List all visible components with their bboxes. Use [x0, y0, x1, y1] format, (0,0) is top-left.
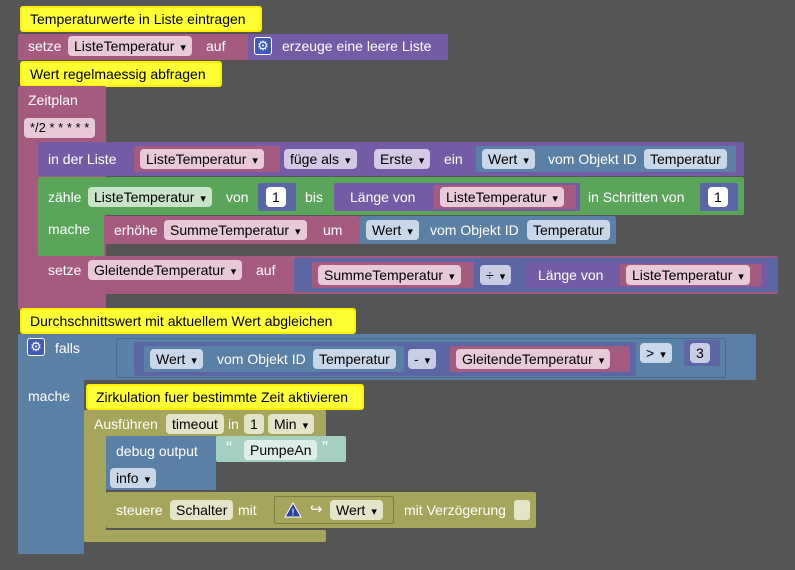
control-mit-label: mit [238, 502, 257, 518]
object-id-field[interactable]: Temperatur [644, 149, 727, 169]
timeout-unit-dropdown[interactable]: Min [268, 414, 315, 434]
von-label: von [226, 189, 249, 205]
control-target-field[interactable]: Schalter [170, 500, 234, 520]
ausfuehren-label: Ausführen [94, 416, 158, 432]
create-list-label: erzeuge eine leere Liste [282, 38, 432, 54]
schedule-label: Zeitplan [28, 92, 78, 108]
ein-label: ein [444, 151, 463, 167]
create-empty-list-block[interactable] [248, 34, 448, 60]
avg-laenge-label: Länge von [538, 267, 604, 283]
avg-length-variable-dropdown[interactable]: ListeTemperatur [626, 265, 750, 285]
comment-temperaturwerte[interactable]: Temperaturwerte in Liste eintragen [20, 6, 262, 32]
delay-label: mit Verzögerung [404, 502, 506, 518]
threshold-field[interactable]: 3 [690, 343, 710, 363]
loop-variable-dropdown[interactable]: ListeTemperatur [88, 187, 212, 207]
in-der-liste-label: in der Liste [48, 151, 117, 167]
increment-vom-objekt-label: vom Objekt ID [430, 222, 519, 238]
in-label: in [228, 416, 239, 432]
cron-field[interactable]: */2 * * * * * [24, 118, 96, 138]
avg-setze-label: setze [48, 262, 82, 278]
insert-mode-dropdown[interactable]: füge als [284, 149, 357, 169]
sum-variable-dropdown[interactable]: SummeTemperatur [318, 265, 461, 285]
steuere-label: steuere [116, 502, 163, 518]
variable-dropdown-listetemperatur[interactable]: ListeTemperatur [68, 36, 192, 56]
falls-label: falls [55, 340, 80, 356]
if-mache-label: mache [28, 388, 71, 404]
comment-durchschnitt[interactable]: Durchschnittswert mit aktuellem Wert abg… [20, 308, 356, 334]
increment-variable-dropdown[interactable]: SummeTemperatur [164, 220, 307, 240]
step-label: in Schritten von [588, 189, 685, 205]
if-value-dropdown[interactable]: Wert [150, 349, 203, 369]
schedule-bottom [18, 294, 106, 308]
if-bottom [18, 540, 84, 554]
timeout-value-field[interactable]: 1 [244, 414, 264, 434]
compare-operator-dropdown[interactable]: > [640, 343, 672, 363]
insert-position-dropdown[interactable]: Erste [374, 149, 431, 169]
timeout-bottom [84, 530, 326, 542]
step-number-field[interactable]: 1 [708, 187, 728, 207]
timeout-name-field[interactable]: timeout [166, 414, 224, 434]
svg-text:!: ! [291, 508, 295, 519]
set-label: setze [28, 38, 62, 54]
debug-text-field[interactable]: PumpeAn [244, 440, 318, 460]
comment-wert-abfragen[interactable]: Wert regelmaessig abfragen [20, 61, 222, 87]
comment-zirkulation[interactable]: Zirkulation fuer bestimmte Zeit aktivier… [86, 384, 364, 410]
avg-variable-dropdown[interactable]: GleitendeTemperatur [88, 260, 243, 280]
length-variable-dropdown[interactable]: ListeTemperatur [440, 187, 564, 207]
um-label: um [323, 222, 343, 238]
value-type-dropdown[interactable]: Wert [482, 149, 535, 169]
debug-level-dropdown[interactable]: info [110, 468, 157, 488]
close-quote-icon: ” [322, 438, 328, 458]
if-object-id-field[interactable]: Temperatur [313, 349, 396, 369]
divide-operator-dropdown[interactable]: ÷ [480, 265, 512, 285]
bis-label: bis [305, 189, 323, 205]
control-value-dropdown[interactable]: Wert [330, 500, 383, 520]
gear-icon[interactable]: ⚙ [254, 37, 272, 55]
auf-label: auf [206, 38, 226, 54]
zaehle-label: zähle [48, 189, 82, 205]
timeout-left-rail [84, 410, 106, 542]
increment-object-id-field[interactable]: Temperatur [527, 220, 610, 240]
warning-icon[interactable]: ! [284, 502, 302, 518]
gear-icon-2[interactable]: ⚙ [27, 338, 45, 356]
loop-bottom [38, 244, 104, 256]
minus-operator-dropdown[interactable]: - [408, 349, 437, 369]
open-quote-icon: “ [226, 438, 232, 458]
from-number-field[interactable]: 1 [266, 187, 286, 207]
if-variable-dropdown[interactable]: GleitendeTemperatur [456, 349, 611, 369]
erhoehe-label: erhöhe [114, 222, 158, 238]
avg-auf-label: auf [256, 262, 276, 278]
return-arrow-icon: ↪ [310, 501, 323, 518]
laenge-label: Länge von [350, 189, 416, 205]
if-vom-objekt-label: vom Objekt ID [217, 351, 306, 367]
variable-dropdown-listetemperatur-2[interactable]: ListeTemperatur [140, 149, 264, 169]
if-left-rail [18, 334, 84, 554]
vom-objekt-label: vom Objekt ID [548, 151, 637, 167]
delay-checkbox[interactable] [514, 500, 530, 520]
increment-value-dropdown[interactable]: Wert [366, 220, 419, 240]
loop-mache-label: mache [48, 221, 91, 237]
debug-label: debug output [116, 443, 198, 459]
